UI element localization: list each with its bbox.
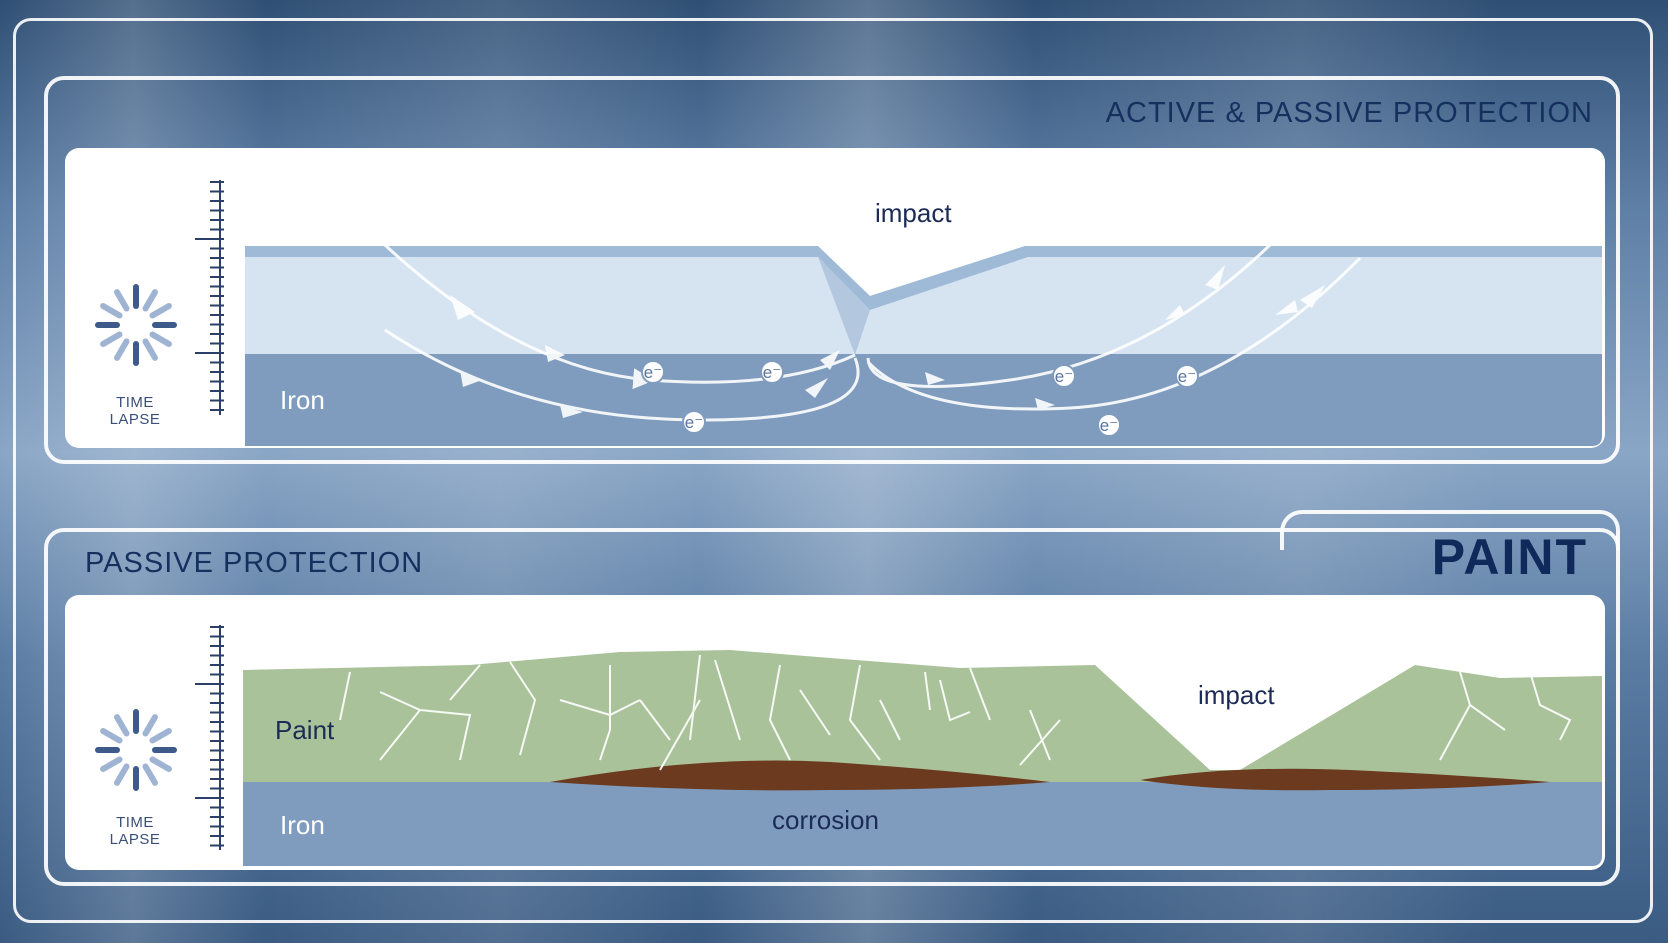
timelapse-label-bottom: TIME LAPSE bbox=[80, 814, 190, 848]
electron-icon bbox=[1175, 364, 1199, 388]
electron-markers: e⁻ e⁻ e⁻ e⁻ e⁻ e⁻ bbox=[641, 360, 1199, 437]
paint-badge: PAINT bbox=[1431, 529, 1588, 585]
electron-icon bbox=[760, 360, 784, 384]
scratch-crack bbox=[818, 257, 870, 355]
impact-label-top: impact bbox=[875, 198, 952, 228]
electron-label: e⁻ bbox=[1055, 367, 1073, 386]
corrosion-label: corrosion bbox=[772, 805, 879, 835]
passive-panel bbox=[44, 528, 1620, 886]
outer-frame bbox=[13, 18, 1653, 923]
spinner-spoke bbox=[114, 763, 130, 786]
paint-tab bbox=[1280, 510, 1620, 550]
corrosion-spots bbox=[550, 760, 1550, 791]
spinner-spoke bbox=[149, 303, 172, 319]
coating-top-edge bbox=[245, 246, 1602, 310]
spinner-spoke bbox=[149, 331, 172, 347]
electron-icon bbox=[1097, 413, 1121, 437]
electron-label: e⁻ bbox=[1178, 367, 1196, 386]
timelapse-spinner-icon bbox=[95, 709, 177, 791]
time-ruler-top bbox=[195, 180, 224, 415]
timelapse-line1-top: TIME bbox=[116, 394, 154, 411]
electron-icon bbox=[1052, 364, 1076, 388]
electron-label: e⁻ bbox=[1100, 416, 1118, 435]
time-ruler-bottom bbox=[195, 625, 224, 850]
electron-label: e⁻ bbox=[763, 363, 781, 382]
electron-icon bbox=[641, 360, 665, 384]
timelapse-line2-bottom: LAPSE bbox=[109, 831, 161, 848]
iron-label-top: Iron bbox=[280, 385, 325, 415]
spinner-spoke bbox=[142, 714, 158, 737]
spinner-spoke bbox=[149, 756, 172, 772]
coating-layer bbox=[245, 246, 1602, 354]
paint-layer bbox=[243, 650, 1602, 782]
spinner-spoke bbox=[142, 763, 158, 786]
spinner-spoke bbox=[100, 331, 123, 347]
active-passive-title: ACTIVE & PASSIVE PROTECTION bbox=[1105, 97, 1593, 129]
iron-layer-top bbox=[245, 354, 1602, 446]
paint-cracks bbox=[339, 654, 1572, 771]
spinner-spoke bbox=[114, 714, 130, 737]
spinner-spoke bbox=[114, 289, 130, 312]
timelapse-spinner-icon bbox=[95, 284, 177, 366]
passive-title: PASSIVE PROTECTION bbox=[85, 547, 424, 579]
spinner-spoke bbox=[149, 728, 172, 744]
electron-label: e⁻ bbox=[685, 413, 703, 432]
impact-label-bottom: impact bbox=[1198, 680, 1275, 710]
spinner-spoke bbox=[114, 338, 130, 361]
electron-label: e⁻ bbox=[644, 363, 662, 382]
iron-layer-bottom bbox=[243, 780, 1602, 866]
spinner-spoke bbox=[142, 289, 158, 312]
timelapse-line1-bottom: TIME bbox=[116, 814, 154, 831]
active-passive-panel bbox=[44, 76, 1620, 464]
timelapse-line2-top: LAPSE bbox=[109, 411, 161, 428]
spinner-spoke bbox=[100, 756, 123, 772]
paint-label: Paint bbox=[275, 715, 335, 745]
iron-label-bottom: Iron bbox=[280, 810, 325, 840]
spinner-spoke bbox=[142, 338, 158, 361]
electron-icon bbox=[682, 410, 706, 434]
spinner-spoke bbox=[100, 303, 123, 319]
electron-flow-arrows bbox=[383, 243, 1362, 422]
timelapse-label-top: TIME LAPSE bbox=[80, 394, 190, 428]
spinner-spoke bbox=[100, 728, 123, 744]
